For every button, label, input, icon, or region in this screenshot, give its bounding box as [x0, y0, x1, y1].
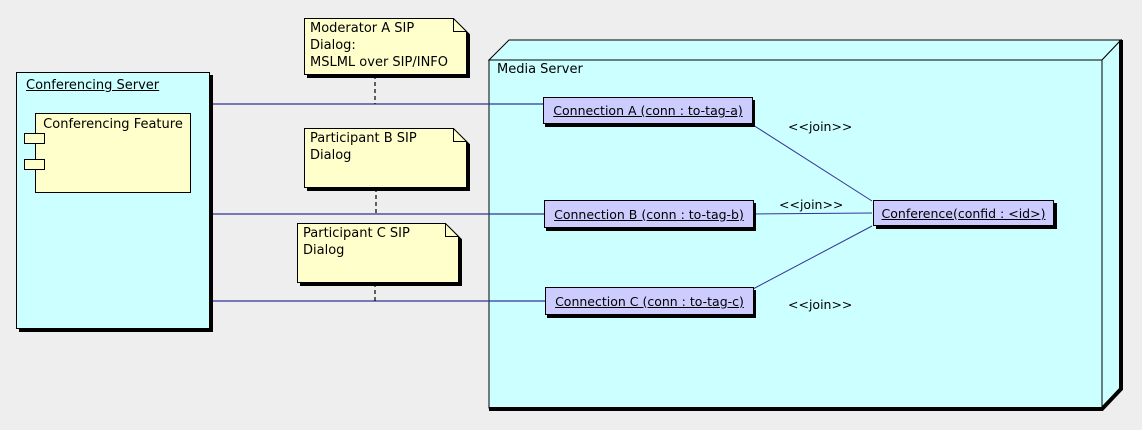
- connection-b-object: Connection B (conn : to-tag-b): [544, 200, 754, 228]
- note-text: Participant B SIP Dialog: [310, 131, 417, 163]
- connection-a-object: Connection A (conn : to-tag-a): [543, 97, 753, 124]
- connection-c-label: Connection C (conn : to-tag-c): [555, 293, 744, 309]
- media-server-shadow-edge: [489, 40, 1123, 411]
- component-port-icon: [24, 133, 45, 144]
- note-shape: [304, 128, 467, 188]
- join-link-c: [752, 225, 873, 290]
- note-shape: [297, 223, 459, 283]
- media-server-title: Media Server: [497, 62, 583, 77]
- join-link-b: [751, 212, 873, 215]
- note-fold-icon: [453, 18, 467, 32]
- join-stereotype-label: <<join>>: [788, 297, 853, 312]
- media-server-top-face: [487, 39, 1123, 61]
- note-shape: [304, 18, 467, 75]
- component-port-icon: [24, 159, 45, 170]
- conferencing-server-node: Conferencing Server Conferencing Feature: [16, 72, 210, 329]
- connection-b-label: Connection B (conn : to-tag-b): [554, 206, 744, 222]
- note-outline: [304, 18, 467, 75]
- conferencing-server-title: Conferencing Server: [26, 78, 160, 93]
- join-link-a: [752, 124, 873, 202]
- note-text: Moderator A SIP Dialog: MSLML over SIP/I…: [310, 21, 448, 70]
- join-stereotype-label: <<join>>: [788, 119, 853, 134]
- note-outline: [304, 128, 467, 188]
- note-moderator-a: Moderator A SIP Dialog: MSLML over SIP/I…: [304, 18, 467, 75]
- media-server-right-face: [1101, 38, 1122, 410]
- connection-a-label: Connection A (conn : to-tag-a): [553, 103, 743, 118]
- join-stereotype-label: <<join>>: [779, 197, 844, 212]
- note-outline: [297, 223, 459, 283]
- note-participant-b: Participant B SIP Dialog: [304, 128, 467, 188]
- note-text: Participant C SIP Dialog: [303, 226, 410, 258]
- note-participant-c: Participant C SIP Dialog: [297, 223, 459, 283]
- connection-c-object: Connection C (conn : to-tag-c): [545, 287, 754, 315]
- conferencing-feature-component: Conferencing Feature: [24, 113, 191, 193]
- note-fold-icon: [445, 223, 459, 237]
- note-fold-icon: [453, 128, 467, 142]
- conferencing-feature-label: Conferencing Feature: [43, 117, 183, 132]
- conference-object: Conference(confid : <id>): [873, 200, 1054, 226]
- conference-label: Conference(confid : <id>): [881, 205, 1046, 221]
